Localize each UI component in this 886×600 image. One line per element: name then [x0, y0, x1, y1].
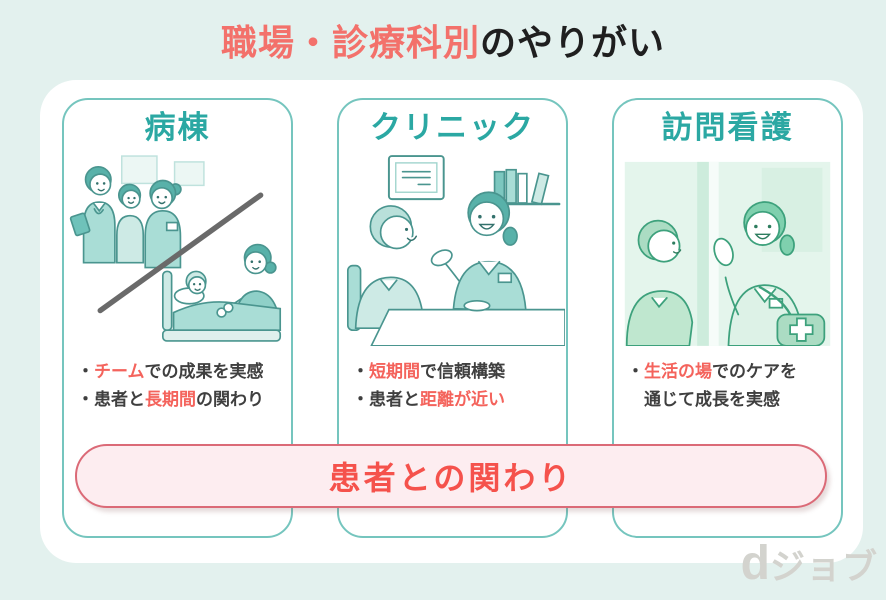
ward-illustration [64, 148, 291, 348]
djob-logo-d: d [740, 537, 770, 590]
bullet-dot: ・ [77, 389, 94, 409]
bullet-longterm-relationship: ・ 患者と長期間の関わり [77, 386, 285, 414]
bullet-short-term-trust: ・ 短期間で信頼構築 [352, 358, 560, 386]
page-title-rest: のやりがい [480, 22, 666, 63]
bullet-dot: ・ [77, 361, 94, 381]
page-title-highlight: 職場・診療科別 [220, 22, 480, 63]
bullet-team-results: ・ チームでの成果を実感 [77, 358, 285, 386]
clinic-counter-consultation-illustration [346, 154, 565, 346]
page-title: 職場・診療科別のやりがい [0, 14, 886, 66]
card-clinic-title: クリニック [370, 110, 535, 145]
card-home-visit-title: 訪問看護 [661, 110, 794, 145]
bullet-dot: ・ [352, 361, 369, 381]
clinic-illustration [339, 148, 566, 348]
bullet-dot: ・ [627, 361, 644, 381]
bullet-dot: ・ [352, 389, 369, 409]
card-clinic-bullets: ・ 短期間で信頼構築 ・ 患者と距離が近い [339, 358, 566, 414]
home-visit-greeting-illustration [624, 161, 831, 346]
card-ward-title: 病棟 [144, 110, 211, 145]
card-home-visit-bullets: ・ 生活の場でのケアを通じて成長を実感 [614, 358, 841, 414]
card-ward-bullets: ・ チームでの成果を実感 ・ 患者と長期間の関わり [64, 358, 291, 414]
bullet-care-in-daily-life: ・ 生活の場でのケアを通じて成長を実感 [627, 358, 835, 414]
patient-relation-banner-label: 患者との関わり [328, 460, 574, 496]
ward-team-and-bedside-illustration [69, 154, 282, 342]
djob-logo-text: ジョブ [769, 548, 878, 587]
content-panel: 病棟 [40, 80, 863, 563]
bullet-close-to-patients: ・ 患者と距離が近い [352, 386, 560, 414]
diagonal-divider [97, 192, 264, 313]
home-visit-illustration [614, 148, 841, 348]
patient-relation-banner: 患者との関わり [75, 444, 827, 508]
